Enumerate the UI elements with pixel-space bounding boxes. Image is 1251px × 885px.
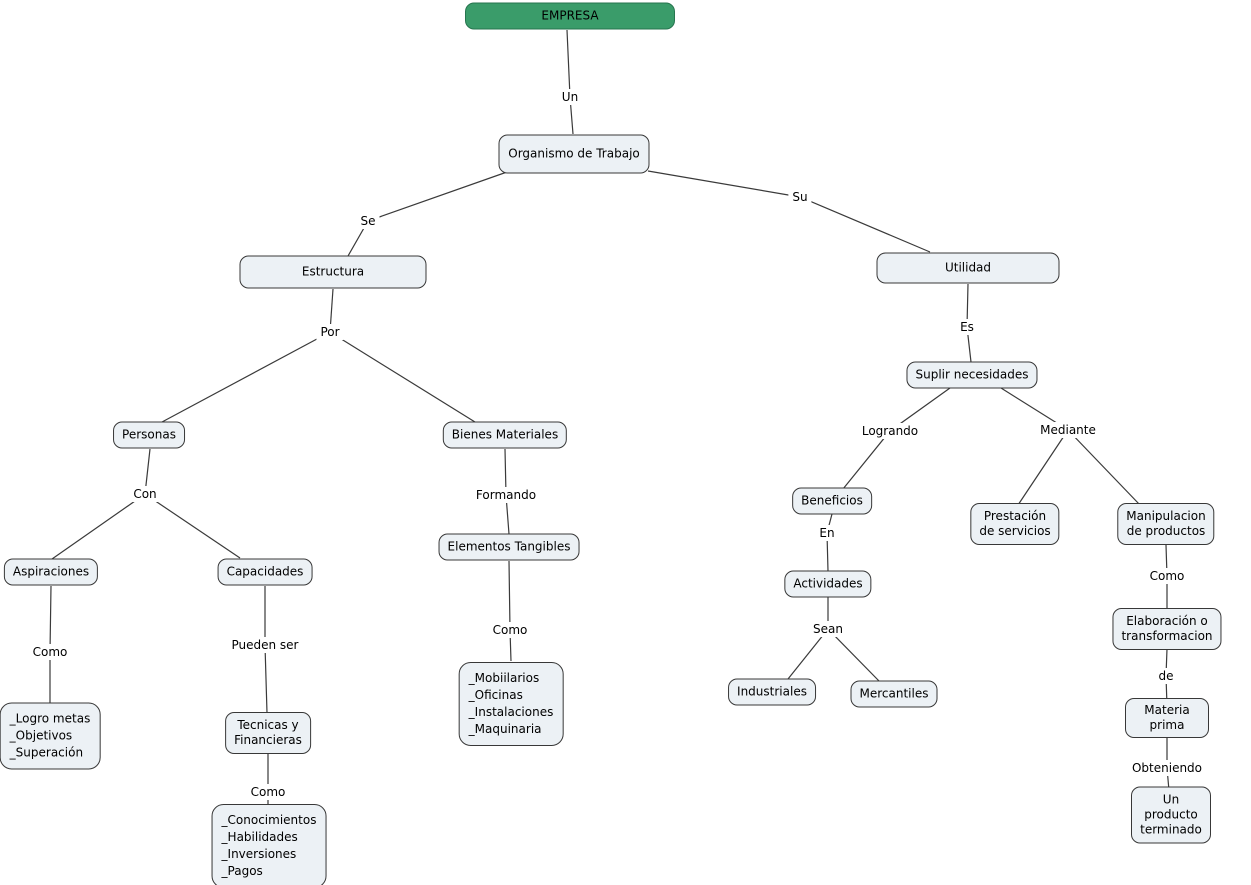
link-label-mediante[interactable]: Mediante bbox=[1036, 422, 1100, 438]
node-estructura[interactable]: Estructura bbox=[239, 255, 427, 289]
node-industriales[interactable]: Industriales bbox=[728, 678, 816, 706]
link-label-como-tecnicas[interactable]: Como bbox=[246, 784, 290, 800]
node-capacidades[interactable]: Capacidades bbox=[217, 558, 313, 586]
edge-empresa-organismo bbox=[566, 29, 574, 135]
node-bienes-materiales[interactable]: Bienes Materiales bbox=[442, 421, 568, 449]
link-label-como-elementos[interactable]: Como bbox=[488, 622, 532, 638]
node-capacidades-list[interactable]: _Conocimientos _Habilidades _Inversiones… bbox=[211, 804, 327, 885]
node-elaboracion-o-transformacion[interactable]: Elaboración o transformacion bbox=[1112, 608, 1222, 650]
node-manipulacion-de-productos[interactable]: Manipulacion de productos bbox=[1117, 503, 1215, 545]
edge-elementos-list bbox=[508, 560, 512, 662]
node-suplir-necesidades[interactable]: Suplir necesidades bbox=[906, 361, 1038, 389]
link-label-su[interactable]: Su bbox=[788, 189, 812, 205]
edge-organismo-utilidad bbox=[647, 170, 931, 253]
link-label-con[interactable]: Con bbox=[129, 486, 161, 502]
link-label-formando[interactable]: Formando bbox=[471, 487, 541, 503]
node-elementos-tangibles[interactable]: Elementos Tangibles bbox=[438, 533, 580, 561]
link-label-en[interactable]: En bbox=[815, 525, 839, 541]
node-aspiraciones[interactable]: Aspiraciones bbox=[3, 558, 99, 586]
link-label-sean[interactable]: Sean bbox=[809, 621, 847, 637]
node-aspiraciones-list[interactable]: _Logro metas _Objetivos _Superación bbox=[0, 702, 101, 770]
link-label-como-aspiraciones[interactable]: Como bbox=[28, 644, 72, 660]
edge-beneficios-actividades bbox=[826, 513, 833, 572]
node-beneficios[interactable]: Beneficios bbox=[792, 487, 872, 515]
node-empresa[interactable]: EMPRESA bbox=[465, 2, 675, 30]
link-label-de[interactable]: de bbox=[1154, 668, 1178, 684]
edge-con-capacidades bbox=[144, 493, 241, 559]
link-label-es[interactable]: Es bbox=[956, 319, 978, 335]
node-mercantiles[interactable]: Mercantiles bbox=[850, 680, 938, 708]
node-un-producto-terminado[interactable]: Un producto terminado bbox=[1131, 786, 1211, 844]
node-utilidad[interactable]: Utilidad bbox=[876, 252, 1060, 284]
link-label-como-manipulacion[interactable]: Como bbox=[1145, 568, 1189, 584]
node-organismo-de-trabajo[interactable]: Organismo de Trabajo bbox=[498, 134, 650, 174]
edge-con-aspiraciones bbox=[51, 493, 146, 560]
node-personas[interactable]: Personas bbox=[113, 421, 185, 449]
node-tecnicas-y-financieras[interactable]: Tecnicas y Financieras bbox=[225, 712, 311, 754]
edge-mediante-manipulacion bbox=[1067, 429, 1141, 506]
edge-sean-mercantiles bbox=[827, 628, 881, 683]
link-label-se[interactable]: Se bbox=[356, 213, 380, 229]
link-label-un[interactable]: Un bbox=[557, 89, 583, 105]
node-materia-prima[interactable]: Materia prima bbox=[1125, 698, 1209, 738]
edge-por-personas bbox=[161, 331, 331, 423]
link-label-obteniendo[interactable]: Obteniendo bbox=[1127, 760, 1207, 776]
link-label-pueden-ser[interactable]: Pueden ser bbox=[227, 637, 303, 653]
edge-mediante-prestacion bbox=[1017, 429, 1069, 506]
node-elementos-list[interactable]: _Mobiilarios _Oficinas _Instalaciones _M… bbox=[458, 662, 564, 746]
node-prestacion-de-servicios[interactable]: Prestación de servicios bbox=[970, 503, 1060, 545]
edge-por-bienes bbox=[329, 331, 476, 423]
edge-sean-industriales bbox=[787, 628, 829, 680]
node-actividades[interactable]: Actividades bbox=[784, 570, 872, 598]
link-label-por[interactable]: Por bbox=[316, 324, 344, 340]
link-label-logrando[interactable]: Logrando bbox=[857, 423, 923, 439]
